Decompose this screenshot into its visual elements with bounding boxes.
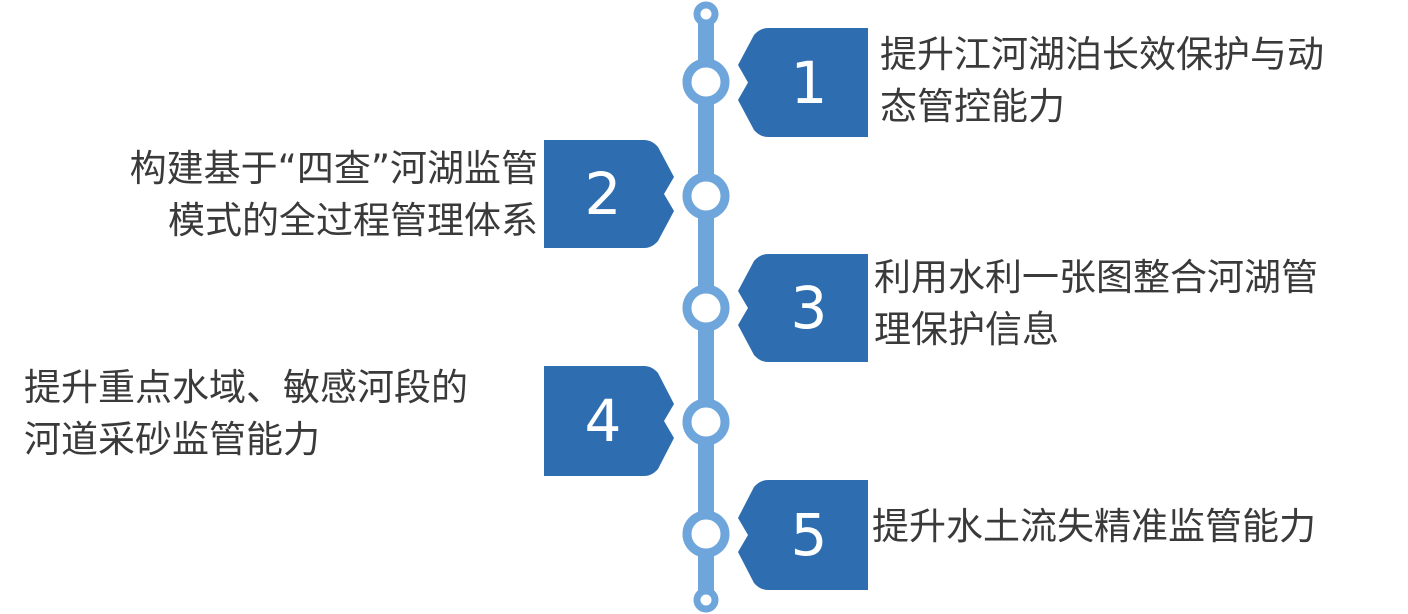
step-2-tab: 2: [544, 140, 674, 248]
timeline-node-4: [682, 398, 730, 446]
step-4-label-line-2: 河道采砂监管能力: [24, 418, 320, 461]
step-3-label: 利用水利一张图整合河湖管 理保护信息: [874, 252, 1318, 356]
step-1-tab: 1: [738, 28, 868, 137]
step-1-label-line-1: 提升江河湖泊长效保护与动: [880, 33, 1324, 76]
timeline-node-2: [682, 172, 730, 220]
step-3-tab: 3: [738, 254, 868, 362]
timeline-node-1: [682, 58, 730, 106]
step-3-label-line-1: 利用水利一张图整合河湖管: [874, 256, 1318, 299]
timeline-node-5: [682, 510, 730, 558]
step-4-label: 提升重点水域、敏感河段的 河道采砂监管能力: [24, 362, 468, 466]
step-3-label-line-2: 理保护信息: [874, 308, 1059, 351]
step-5-label: 提升水土流失精准监管能力: [872, 501, 1316, 553]
timeline-node-3: [682, 284, 730, 332]
step-1-label-line-2: 态管控能力: [880, 85, 1065, 128]
step-3-number: 3: [790, 274, 828, 342]
step-4-tab: 4: [544, 366, 674, 476]
step-2-number: 2: [584, 160, 622, 228]
step-2-label-line-2: 模式的全过程管理体系: [168, 199, 538, 242]
step-4-number: 4: [584, 387, 622, 455]
step-5-tab: 5: [738, 480, 868, 590]
step-2-label: 构建基于“四查”河湖监管 模式的全过程管理体系: [130, 143, 538, 247]
step-5-label-line-1: 提升水土流失精准监管能力: [872, 505, 1316, 548]
step-5-number: 5: [790, 501, 828, 569]
step-1-label: 提升江河湖泊长效保护与动 态管控能力: [880, 29, 1324, 133]
step-1-number: 1: [790, 48, 828, 117]
step-2-label-line-1: 构建基于“四查”河湖监管: [129, 147, 538, 190]
timeline-cap-top: [693, 1, 719, 27]
timeline-cap-bottom: [693, 587, 719, 613]
step-4-label-line-1: 提升重点水域、敏感河段的: [24, 366, 468, 409]
